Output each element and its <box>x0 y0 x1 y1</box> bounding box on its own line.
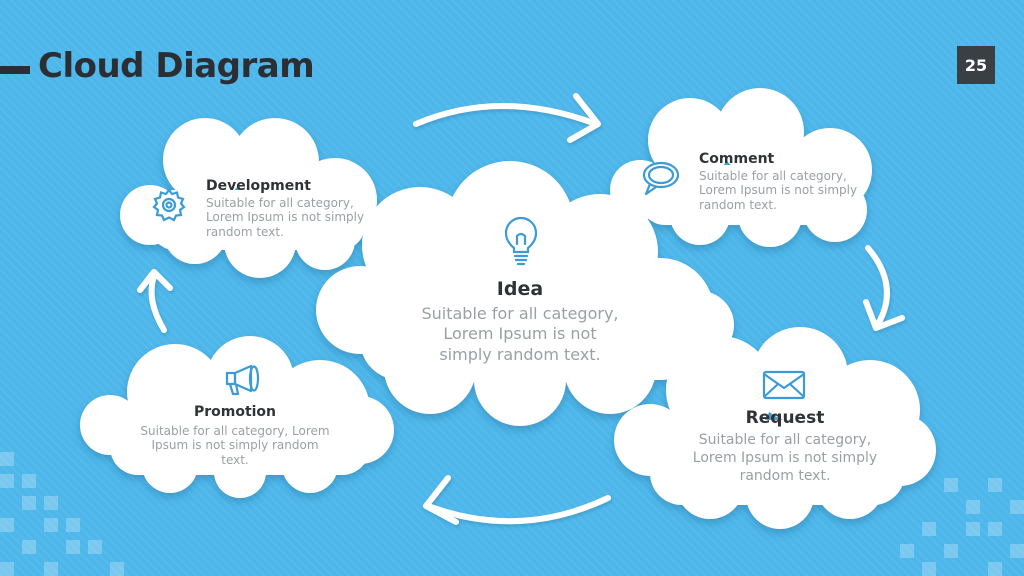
envelope-icon <box>762 370 806 404</box>
comment-desc: Suitable for all category, Lorem Ipsum i… <box>699 169 858 212</box>
cloud-request <box>614 327 936 529</box>
arrow-left <box>137 269 173 333</box>
comment-label: Comment <box>699 151 775 167</box>
development-desc: Suitable for all category, Lorem Ipsum i… <box>206 196 365 239</box>
page-number-badge: 25 <box>957 46 995 84</box>
megaphone-icon <box>224 362 264 400</box>
comment-block: Comment Suitable for all category, Lorem… <box>699 151 869 212</box>
idea-desc: Suitable for all category, Lorem Ipsum i… <box>421 304 619 364</box>
arrow-bottom <box>423 475 611 525</box>
idea-block: Idea Suitable for all category, Lorem Ip… <box>420 278 620 365</box>
promotion-label: Promotion <box>193 404 277 420</box>
slide-title: Cloud Diagram <box>38 46 315 86</box>
request-desc: Suitable for all category, Lorem Ipsum i… <box>692 432 878 484</box>
idea-label: Idea <box>496 278 544 300</box>
request-block: Request Suitable for all category, Lorem… <box>686 408 884 486</box>
development-block: Development Suitable for all category, L… <box>206 178 376 239</box>
development-label: Development <box>206 178 311 194</box>
arrow-top <box>413 93 601 143</box>
request-label: Request <box>745 408 825 428</box>
cloud-promotion <box>80 336 394 498</box>
cloud-comment <box>610 88 872 247</box>
gear-icon <box>150 186 188 228</box>
title-accent-bar <box>0 66 30 74</box>
cloud-idea <box>316 161 734 426</box>
speech-bubble-icon <box>640 160 682 202</box>
arrow-right <box>863 245 905 331</box>
promotion-block: Promotion Suitable for all category, Lor… <box>140 404 330 467</box>
lightbulb-icon <box>502 214 540 270</box>
promotion-desc: Suitable for all category, Lorem Ipsum i… <box>140 424 330 467</box>
